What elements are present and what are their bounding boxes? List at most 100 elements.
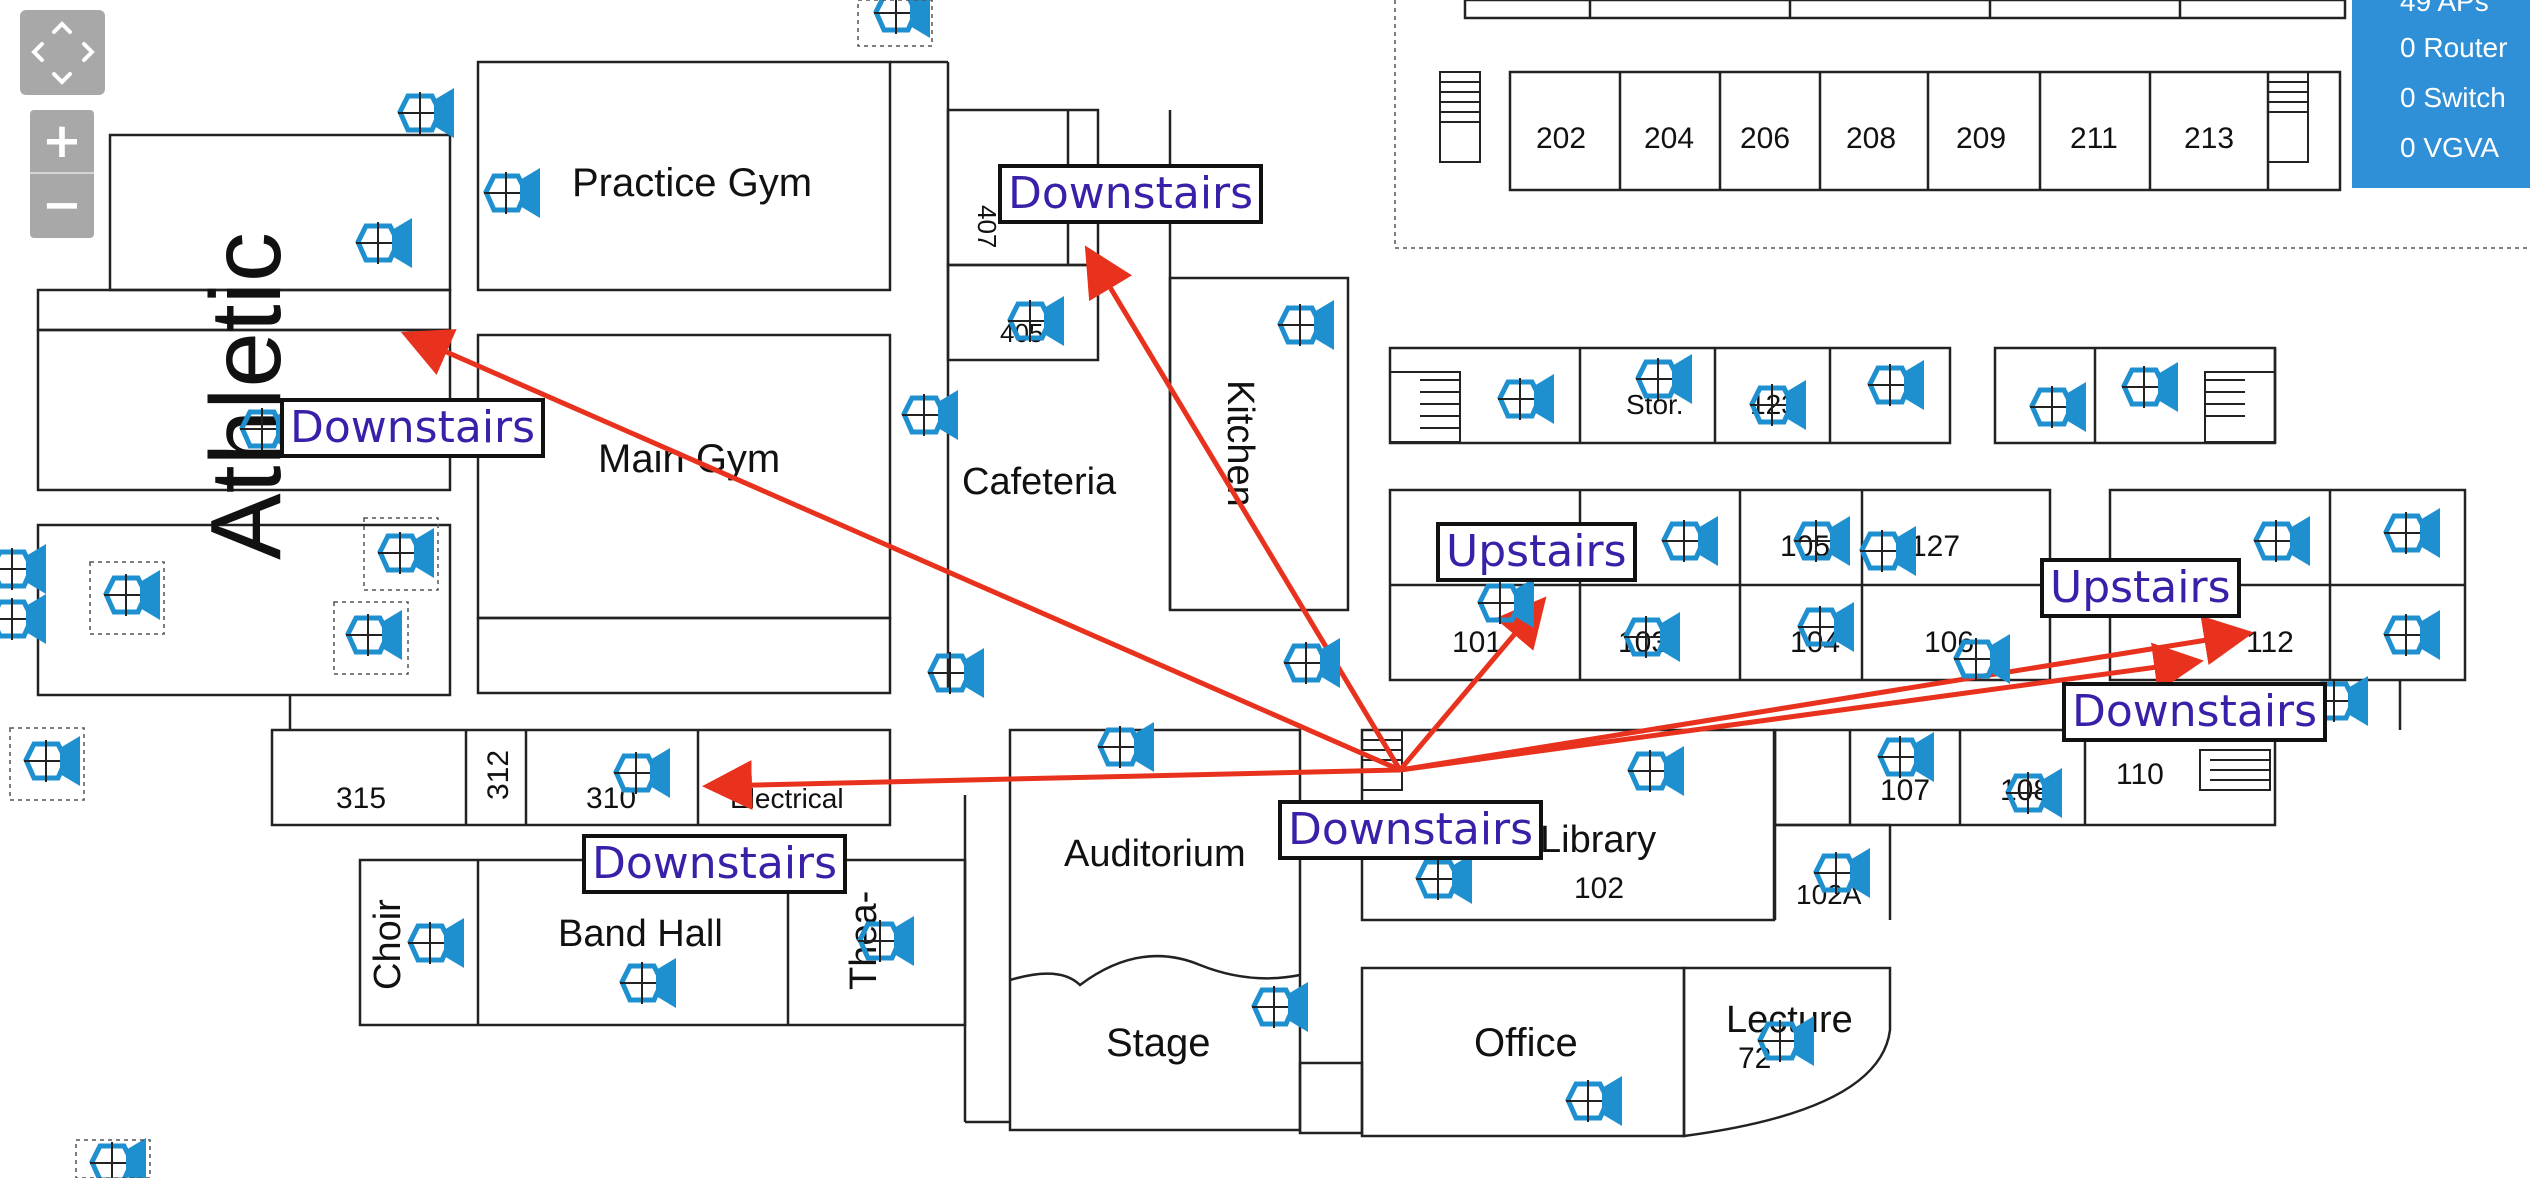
stat-vgva: 0 VGVA: [2400, 132, 2500, 163]
room-office: Office: [1474, 1021, 1578, 1065]
access-point-icon[interactable]: [1794, 516, 1850, 566]
access-point-icon[interactable]: [1758, 1016, 1814, 1066]
room-choir: Choir: [367, 899, 409, 990]
room-cafeteria: Cafeteria: [962, 461, 1117, 503]
access-point-icon[interactable]: [1662, 516, 1718, 566]
room-110: 110: [2116, 758, 2164, 791]
access-point-icon[interactable]: [2384, 508, 2440, 558]
route-arrows: [400, 245, 2254, 811]
room-405: 405: [1000, 318, 1043, 348]
access-point-icon[interactable]: [1798, 602, 1854, 652]
building-walls: [36, 0, 2467, 1138]
access-point-icon[interactable]: [2030, 382, 2086, 432]
arrow-to-athletic: [400, 329, 1402, 773]
access-point-icon[interactable]: [378, 528, 434, 578]
access-point-icon[interactable]: [90, 1138, 146, 1178]
access-point-icon[interactable]: [484, 168, 540, 218]
access-point-icon[interactable]: [104, 570, 160, 620]
zoom-in-button[interactable]: +: [30, 110, 94, 174]
label-downstairs-112[interactable]: Downstairs: [2062, 682, 2328, 742]
access-point-icon[interactable]: [1814, 848, 1870, 898]
room-labels: Practice Gym Main Gym Athletic Cafeteria…: [190, 122, 2294, 1075]
access-point-icon[interactable]: [614, 748, 670, 798]
access-point-icon[interactable]: [2254, 516, 2310, 566]
room-209: 209: [1956, 122, 2006, 155]
arrow-to-407: [1084, 245, 1403, 772]
access-point-icon[interactable]: [1954, 634, 2010, 684]
access-point-icon[interactable]: [858, 916, 914, 966]
stat-switch: 0 Switch: [2400, 82, 2506, 113]
room-auditorium: Auditorium: [1064, 833, 1246, 875]
access-point-icon[interactable]: [1878, 732, 1934, 782]
room-102: 102: [1574, 872, 1624, 905]
zoom-out-button[interactable]: −: [41, 177, 83, 233]
room-library: Library: [1540, 819, 1656, 861]
upper-wing-boundary: [1394, 0, 2530, 249]
room-107: 107: [1880, 774, 1930, 807]
access-point-icon[interactable]: [902, 390, 958, 440]
room-practice-gym: Practice Gym: [572, 161, 812, 205]
access-point-icon[interactable]: [1860, 526, 1916, 576]
pan-arrows-icon: [31, 21, 95, 85]
access-point-icon[interactable]: [2384, 610, 2440, 660]
access-point-icon[interactable]: [928, 648, 984, 698]
arrow-to-310: [702, 760, 1401, 811]
room-stage: Stage: [1106, 1021, 1211, 1065]
access-point-icon[interactable]: [0, 544, 46, 594]
access-point-icon[interactable]: [1868, 360, 1924, 410]
access-point-icon[interactable]: [1624, 612, 1680, 662]
arrow-to-112-up: [1399, 615, 2254, 773]
access-point-icon[interactable]: [1098, 722, 1154, 772]
pan-control[interactable]: [20, 10, 105, 95]
access-point-icon[interactable]: [1566, 1076, 1622, 1126]
room-312: 312: [482, 750, 515, 800]
access-point-icon[interactable]: [1252, 982, 1308, 1032]
access-point-icon[interactable]: [1416, 854, 1472, 904]
arrow-to-101: [1398, 596, 1547, 772]
access-point-icon[interactable]: [398, 88, 454, 138]
room-310: 310: [586, 782, 636, 815]
stat-router: 0 Router: [2400, 32, 2508, 63]
access-point-icon[interactable]: [356, 218, 412, 268]
stat-aps: 49 APs: [2400, 0, 2489, 17]
access-point-icon[interactable]: [874, 0, 930, 38]
access-point-icon[interactable]: [1278, 300, 1334, 350]
access-point-icon[interactable]: [2122, 362, 2178, 412]
access-point-icon[interactable]: [1478, 578, 1534, 628]
access-point-icon[interactable]: [1628, 746, 1684, 796]
label-upstairs-112[interactable]: Upstairs: [2040, 558, 2241, 618]
label-downstairs-center[interactable]: Downstairs: [1278, 800, 1544, 860]
room-213: 213: [2184, 122, 2234, 155]
room-kitchen: Kitchen: [1219, 380, 1261, 507]
access-point-icon[interactable]: [1636, 354, 1692, 404]
access-point-icon[interactable]: [1008, 296, 1064, 346]
room-127: 127: [1910, 530, 1960, 563]
ap-selection-boxes: [9, 0, 933, 1178]
access-point-icon[interactable]: [0, 594, 46, 644]
access-point-icon[interactable]: [408, 918, 464, 968]
room-211: 211: [2070, 122, 2118, 155]
access-point-icon[interactable]: [2006, 768, 2062, 818]
access-point-icon[interactable]: [1750, 380, 1806, 430]
device-stats-panel: 49 APs 0 Router 0 Switch 0 VGVA: [2352, 0, 2530, 188]
room-lecture: Lecture: [1726, 999, 1853, 1041]
access-point-icon[interactable]: [1498, 374, 1554, 424]
label-downstairs-athletic[interactable]: Downstairs: [280, 398, 546, 458]
label-downstairs-310[interactable]: Downstairs: [582, 834, 848, 894]
label-downstairs-407[interactable]: Downstairs: [998, 164, 1264, 224]
stairwells: [1361, 71, 2309, 791]
room-athletic: Athletic: [190, 232, 302, 560]
room-202: 202: [1536, 122, 1586, 155]
access-point-icon[interactable]: [620, 958, 676, 1008]
label-upstairs-101[interactable]: Upstairs: [1436, 522, 1637, 582]
room-315: 315: [336, 782, 386, 815]
access-point-icon[interactable]: [1284, 638, 1340, 688]
arrow-to-112-down: [1399, 642, 2204, 773]
access-point-icon[interactable]: [346, 610, 402, 660]
room-101: 101: [1452, 626, 1502, 659]
room-band-hall: Band Hall: [558, 913, 723, 955]
zoom-controls: + −: [30, 110, 94, 238]
access-point-icon[interactable]: [24, 736, 80, 786]
room-204: 204: [1644, 122, 1694, 155]
